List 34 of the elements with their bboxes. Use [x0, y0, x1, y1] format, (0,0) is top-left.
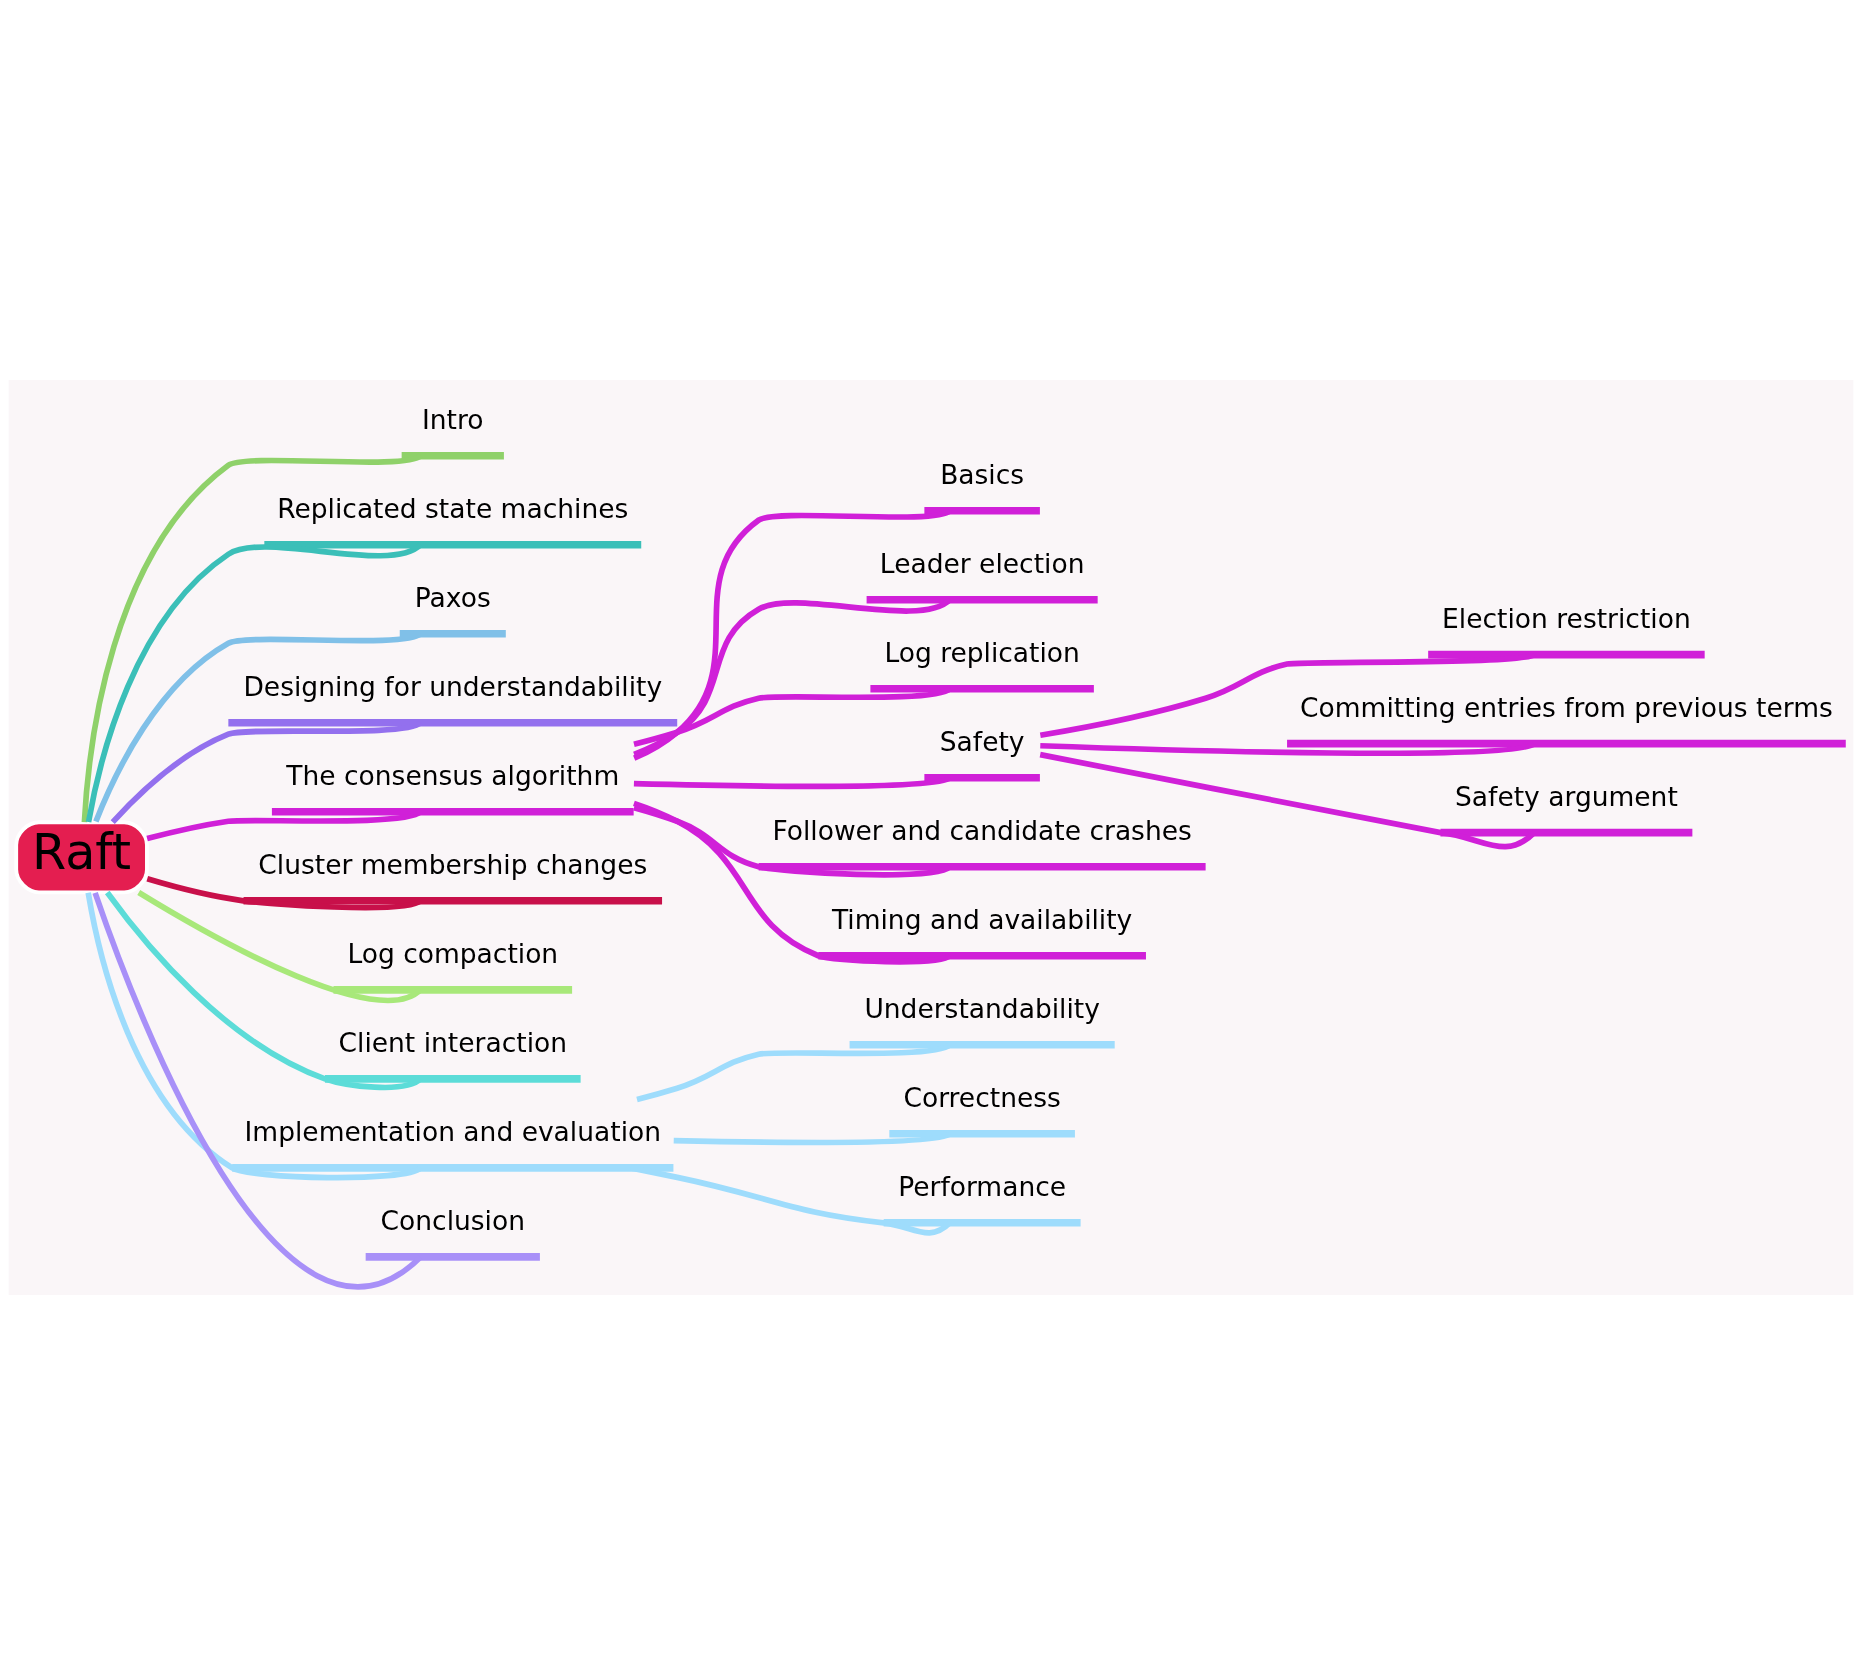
connector	[630, 1164, 952, 1236]
connector	[633, 804, 952, 878]
connector	[85, 891, 422, 1180]
node-text: Safety	[939, 725, 1025, 757]
node-text: Basics	[940, 458, 1025, 490]
node-text: Performance	[898, 1170, 1067, 1202]
connector	[1039, 651, 1536, 738]
node-text: Understandability	[864, 992, 1100, 1024]
node-text: Log replication	[884, 636, 1080, 668]
node-text: Conclusion	[380, 1204, 525, 1236]
connector	[85, 541, 423, 823]
node-text: Client interaction	[338, 1026, 568, 1058]
node-text: Election restriction	[1442, 602, 1691, 634]
node-text: Cluster membership changes	[258, 848, 648, 880]
node-text: Paxos	[414, 581, 491, 613]
node-text: Intro	[422, 403, 484, 435]
connector	[146, 875, 422, 910]
connector	[92, 891, 423, 1289]
node-text: Committing entries from previous terms	[1300, 691, 1833, 723]
node-text: Replicated state machines	[277, 492, 629, 524]
connector	[105, 890, 423, 1090]
node-text: Correctness	[903, 1081, 1061, 1113]
connector	[137, 889, 423, 1003]
node-box: Raft	[14, 819, 149, 894]
node-text: Follower and candidate crashes	[772, 814, 1192, 846]
node-text: Implementation and evaluation	[244, 1115, 662, 1147]
connector	[1040, 740, 1536, 756]
connector	[633, 800, 952, 965]
node-text: Safety argument	[1455, 780, 1678, 812]
node-text: Designing for understandability	[243, 670, 663, 702]
node-text: Leader election	[879, 547, 1085, 579]
node-text: Log compaction	[347, 937, 559, 969]
node-text: Timing and availability	[831, 903, 1133, 935]
node-text: The consensus algorithm	[286, 759, 620, 791]
